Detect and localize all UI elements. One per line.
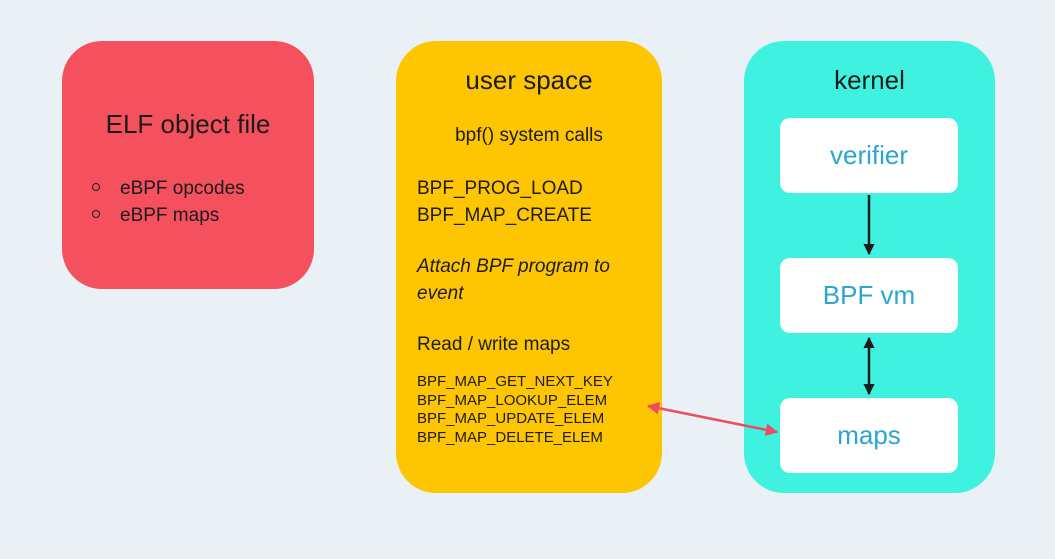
elf-title: ELF object file [105,109,271,139]
kernel-maps-box: maps [780,398,958,473]
map-create-label: BPF_MAP_CREATE [417,205,592,226]
elf-list-item: eBPF opcodes [92,175,245,202]
kernel-box: kernel verifier BPF vm maps [744,41,995,493]
elf-item-label: eBPF opcodes [120,178,245,199]
user-space-title: user space [465,65,593,95]
prog-load-label: BPF_PROG_LOAD [417,178,583,199]
elf-object-file-box: ELF object file eBPF opcodes eBPF maps [62,41,314,289]
syscalls-heading: bpf() system calls [455,125,603,146]
userspace-maps-bidirectional-arrow [646,402,779,436]
kernel-title: kernel [834,65,905,95]
map-op-item: BPF_MAP_DELETE_ELEM [417,428,603,446]
map-op-item: BPF_MAP_GET_NEXT_KEY [417,373,613,390]
bullet-icon [92,182,100,191]
attach-line-1: Attach BPF program to [417,256,610,277]
read-write-label: Read / write maps [417,334,571,355]
elf-item-label: eBPF maps [120,205,220,226]
user-space-box: user space bpf() system calls BPF_PROG_L… [396,41,662,493]
elf-list-item: eBPF maps [92,202,245,229]
bullet-icon [92,209,100,218]
elf-list: eBPF opcodes eBPF maps [92,175,245,229]
bpf-vm-box: BPF vm [780,258,958,333]
verifier-box: verifier [780,118,958,193]
map-op-item: BPF_MAP_LOOKUP_ELEM [417,391,608,409]
map-op-item: BPF_MAP_UPDATE_ELEM [417,410,605,427]
map-ops-list: BPF_MAP_GET_NEXT_KEY BPF_MAP_LOOKUP_ELEM… [417,373,613,447]
attach-line-2: event [417,283,464,304]
